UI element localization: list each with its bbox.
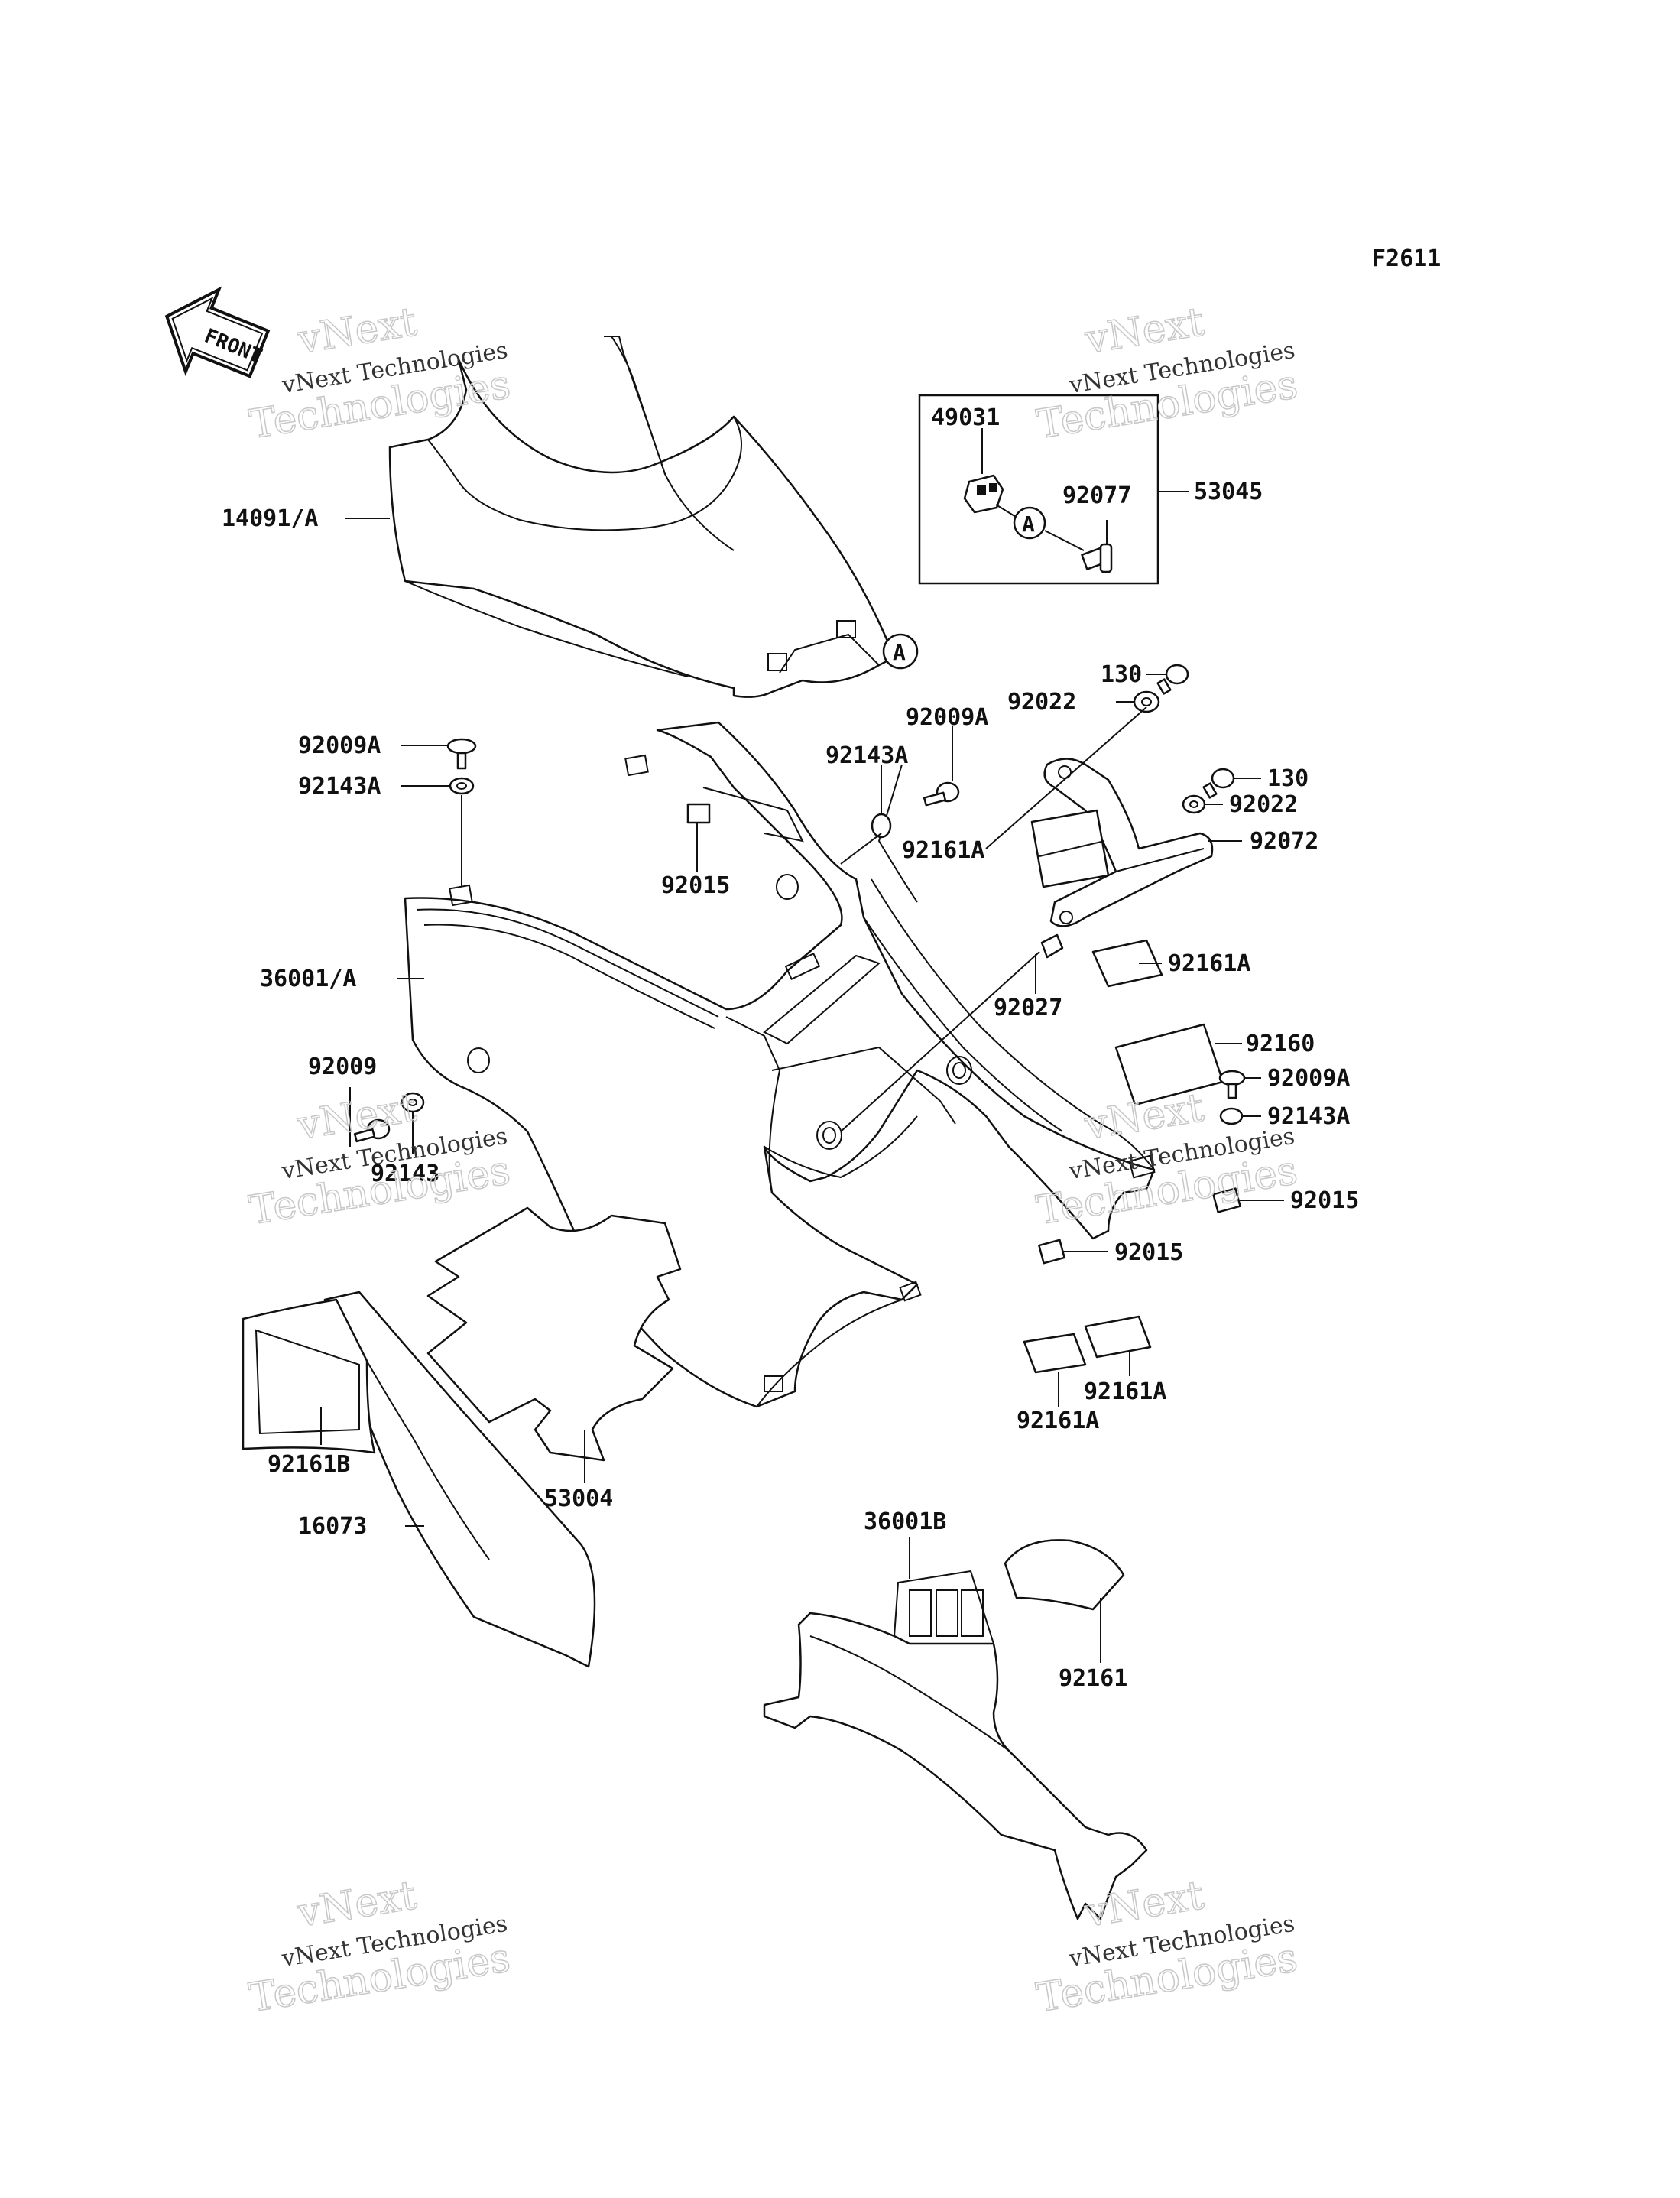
part-92072-bracket (1043, 758, 1214, 927)
callout-14091A: 14091/A (222, 505, 318, 532)
callout-92161A-a: 92161A (902, 837, 984, 864)
part-92161B-sheet (242, 1298, 376, 1454)
callout-92143A-right: 92143A (1267, 1103, 1350, 1130)
part-49031-bracket (963, 474, 1004, 514)
callout-92027: 92027 (994, 995, 1062, 1021)
part-92009A-screw-right (1218, 1070, 1246, 1099)
part-92015-clip-b (1212, 1187, 1241, 1213)
part-53004-insulator (426, 1206, 682, 1462)
part-36001B-lower-cover (763, 1570, 1148, 1920)
callout-92077: 92077 (1062, 482, 1131, 509)
callout-labels: 14091/A 49031 92077 53045 130 92022 9200… (222, 404, 1359, 1692)
part-92161A-sheet-d (1084, 1315, 1152, 1359)
part-14091A-upper-cover (388, 336, 896, 698)
part-92077-bolt (1081, 543, 1113, 573)
part-92161A-sheet-c (1023, 1333, 1087, 1374)
kit-box-53045: A (918, 394, 1159, 585)
ref-marker-a-kit-text: A (1022, 511, 1035, 537)
watermark-top-right: vNext vNext Technologies Technologies (1033, 298, 1302, 448)
callout-36001B: 36001B (864, 1508, 946, 1535)
part-92161-wrap (1004, 1539, 1125, 1611)
part-92161A-sheet-b (1091, 939, 1163, 988)
part-92022-washer-right (1182, 794, 1206, 814)
callout-92161A-d: 92161A (1017, 1407, 1099, 1434)
ref-marker-a-cover-text: A (893, 640, 906, 665)
callout-92143: 92143 (371, 1161, 439, 1187)
callout-92009A-mid: 92009A (906, 704, 988, 731)
callout-53004: 53004 (544, 1485, 613, 1512)
part-130-screw-top (1156, 664, 1189, 695)
callout-92072: 92072 (1250, 828, 1318, 855)
callout-49031: 49031 (931, 404, 1000, 431)
watermark-bottom-left: vNext vNext Technologies Technologies (245, 1872, 514, 2021)
callout-92161A-b: 92161A (1168, 950, 1250, 977)
callout-130-right: 130 (1267, 765, 1309, 792)
leader-lines (320, 428, 1284, 1663)
part-92022-washer-top (1133, 690, 1160, 713)
part-92009-screw (353, 1118, 391, 1143)
callout-92009A-right: 92009A (1267, 1065, 1350, 1092)
callout-92015-b: 92015 (1290, 1187, 1359, 1214)
callout-92143A-mid: 92143A (825, 742, 908, 769)
callout-130-top: 130 (1101, 661, 1142, 688)
callout-36001A: 36001/A (260, 966, 356, 992)
callout-92022-top: 92022 (1007, 689, 1076, 716)
callout-92161A-c: 92161A (1084, 1378, 1166, 1405)
callout-16073: 16073 (298, 1513, 367, 1540)
callout-92015-c: 92015 (1114, 1239, 1183, 1266)
part-92009A-screw-mid (923, 781, 960, 807)
callout-92009A-left: 92009A (298, 732, 381, 759)
callout-92009: 92009 (308, 1054, 377, 1080)
part-92027-grommet (1040, 933, 1064, 959)
watermark-mid-left: vNext vNext Technologies Technologies (245, 1084, 514, 1234)
part-92143A-washer-right (1219, 1107, 1244, 1125)
part-92015-clip-a (686, 803, 711, 824)
part-92009A-screw-left (446, 738, 477, 770)
part-92015-clip-c (1038, 1239, 1065, 1265)
figure-code: F2611 (1372, 245, 1441, 272)
callout-53045: 53045 (1194, 479, 1263, 505)
callout-92022-right: 92022 (1229, 791, 1298, 818)
callout-92161B: 92161B (268, 1451, 350, 1478)
ref-marker-a-kit (1013, 506, 1046, 540)
callout-92143A-left: 92143A (298, 773, 381, 800)
callout-92015-a: 92015 (661, 872, 730, 899)
front-arrow-icon: FRONT (164, 286, 271, 378)
part-92143A-washer-left (449, 777, 475, 795)
ref-marker-a-cover (882, 633, 919, 670)
callout-92160: 92160 (1246, 1031, 1315, 1057)
callout-92161: 92161 (1059, 1665, 1127, 1692)
